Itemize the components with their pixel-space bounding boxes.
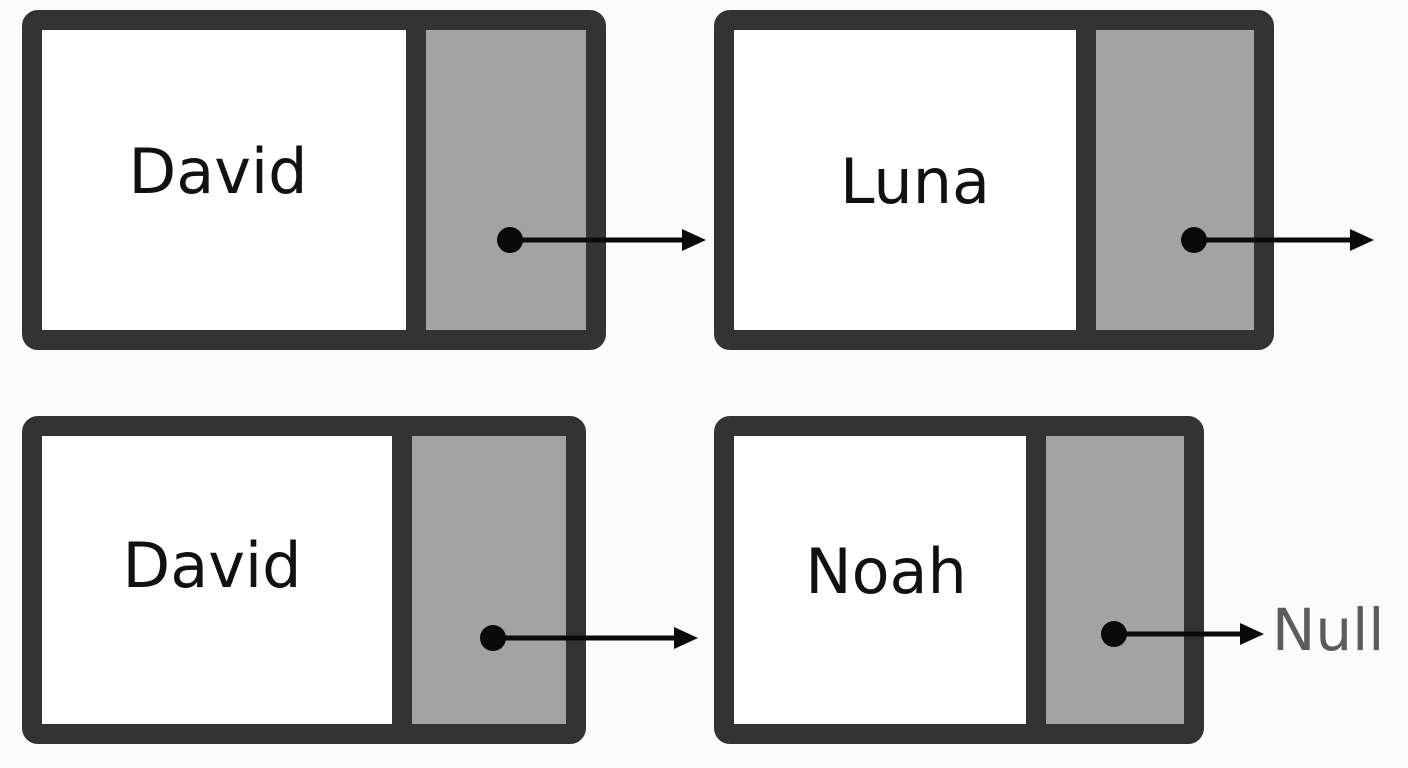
list-row-2: David Noah Null bbox=[22, 416, 1384, 744]
pointer-dot bbox=[1181, 227, 1207, 253]
arrow-head bbox=[1240, 623, 1264, 645]
next-pointer-arrow bbox=[480, 625, 698, 651]
list-row-1: David Luna bbox=[22, 10, 1374, 350]
null-terminal-label: Null bbox=[1272, 596, 1384, 664]
pointer-cell bbox=[424, 30, 586, 330]
node-label: David bbox=[128, 135, 307, 208]
list-node: David bbox=[22, 10, 706, 350]
pointer-dot bbox=[1101, 621, 1127, 647]
pointer-dot bbox=[480, 625, 506, 651]
next-pointer-arrow bbox=[1101, 621, 1264, 647]
arrow-head bbox=[682, 229, 706, 251]
node-label: Noah bbox=[805, 535, 967, 608]
arrow-head bbox=[674, 627, 698, 649]
pointer-cell bbox=[1044, 436, 1184, 724]
list-node: Noah bbox=[714, 416, 1264, 744]
node-label: Luna bbox=[840, 145, 990, 218]
arrow-head bbox=[1350, 229, 1374, 251]
pointer-cell bbox=[1094, 30, 1254, 330]
list-node: David bbox=[22, 416, 698, 744]
list-node: Luna bbox=[714, 10, 1374, 350]
next-pointer-arrow bbox=[1181, 227, 1374, 253]
node-label: David bbox=[122, 529, 301, 602]
pointer-dot bbox=[497, 227, 523, 253]
next-pointer-arrow bbox=[497, 227, 706, 253]
pointer-cell bbox=[410, 436, 566, 724]
